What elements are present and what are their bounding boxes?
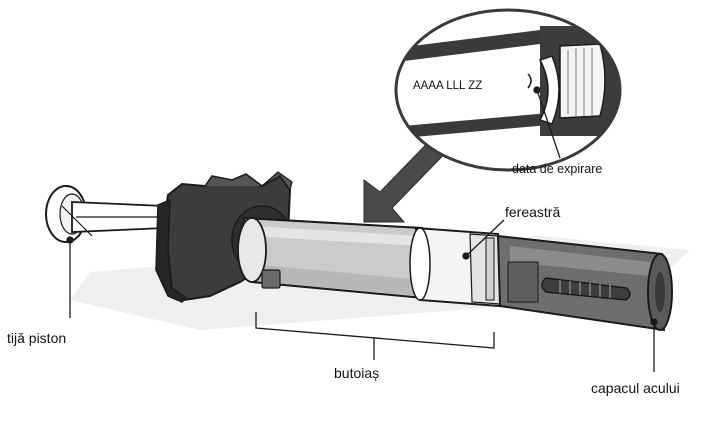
expiry-leader: [536, 89, 561, 159]
window-dot: [462, 252, 470, 260]
needle-cap: [496, 234, 673, 332]
window-label: fereastră: [505, 204, 561, 220]
syringe-barrel: [237, 216, 426, 300]
window-leader: [465, 219, 505, 257]
window-section: [409, 226, 502, 308]
cap-dot: [650, 318, 658, 326]
expiry-inset: [394, 8, 622, 172]
needle-cap-label: capacul acului: [591, 380, 680, 396]
plunger-dot: [66, 236, 74, 244]
expiry-dot: [533, 86, 541, 94]
expiry-format-label: AAAA LLL ZZ: [413, 80, 483, 92]
barrel-label: butoiaș: [334, 365, 380, 381]
expiry-date-label: data de expirare: [512, 162, 603, 176]
leader-lines: [66, 86, 658, 372]
plunger-rod: [45, 185, 166, 243]
plunger-rod-label: tijă piston: [7, 330, 67, 346]
barrel-bracket: [255, 312, 495, 349]
cap-slot: [541, 277, 631, 301]
